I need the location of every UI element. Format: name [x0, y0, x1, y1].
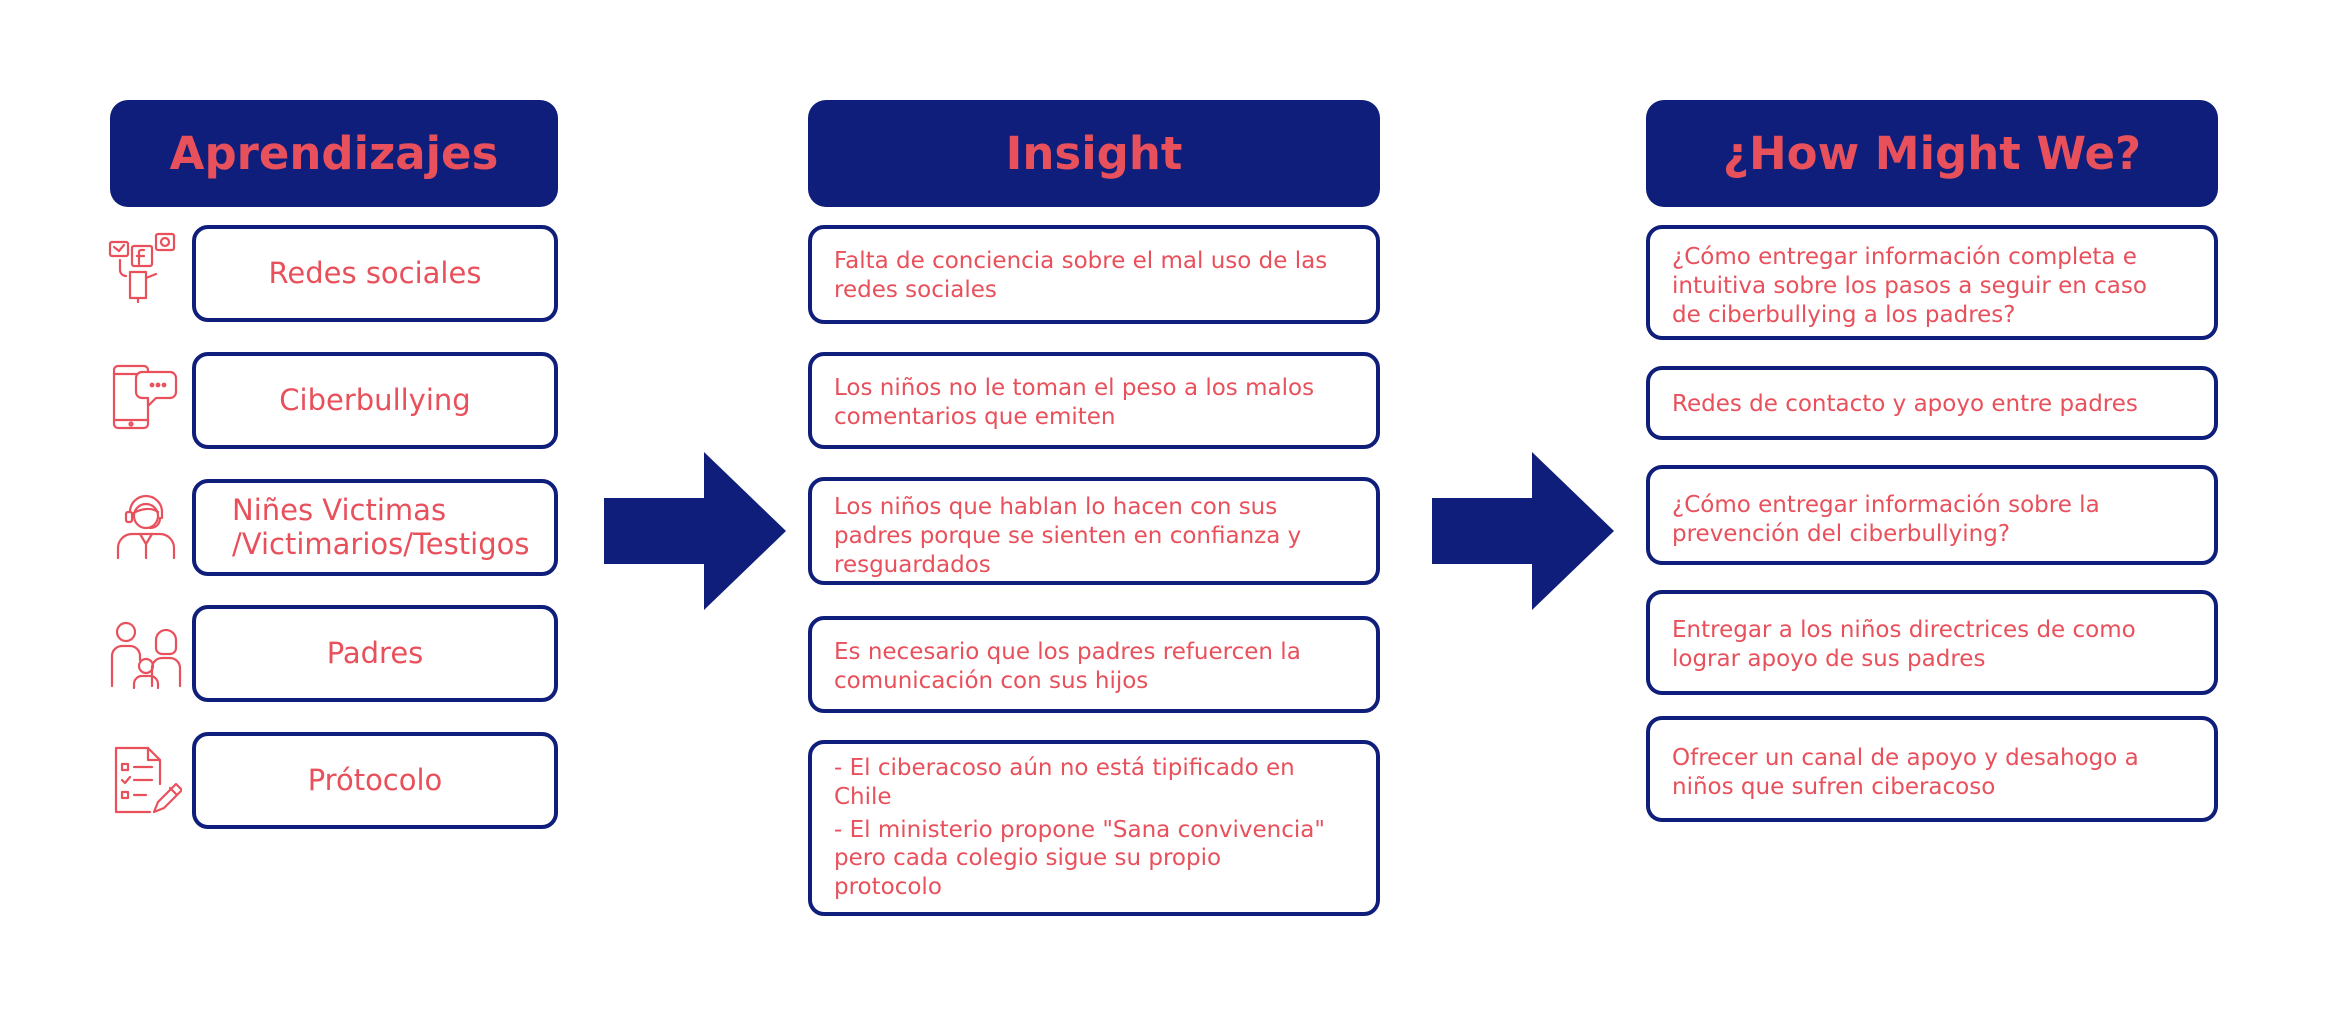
learning-item-padres: Padres: [192, 605, 558, 702]
learning-item-ninos-victimas: Niñes Victimas /Victimarios/Testigos: [192, 479, 558, 576]
flow-arrow-1: [604, 452, 786, 610]
aprendizajes-header: Aprendizajes: [110, 100, 558, 207]
insight-text-line: - El ministerio propone "Sana convivenci…: [834, 816, 1325, 843]
insight-header: Insight: [808, 100, 1380, 207]
insight-text-line: pero cada colegio sigue su propio: [834, 845, 1222, 872]
hmw-header: ¿How Might We?: [1646, 100, 2218, 207]
insight-text-line: resguardados: [834, 551, 991, 578]
insight-text-line: Chile: [834, 783, 892, 810]
hmw-text-line: de ciberbullying a los padres?: [1672, 301, 2016, 328]
learning-item-label: Redes sociales: [268, 255, 482, 290]
family-parents-icon: [110, 621, 182, 690]
learning-item-protocolo: Prótocolo: [192, 732, 558, 829]
hmw-text-line: Entregar a los niños directrices de como: [1672, 617, 2136, 643]
insight-text-line: Falta de conciencia sobre el mal uso de …: [834, 248, 1328, 274]
insight-item: Es necesario que los padres refuercen la…: [808, 616, 1380, 713]
hmw-text-line: lograr apoyo de sus padres: [1672, 645, 1986, 672]
hmw-text-line: ¿Cómo entregar información completa e: [1672, 244, 2137, 270]
insight-item: Los niños que hablan lo hacen con sus pa…: [808, 477, 1380, 585]
hmw-item: Ofrecer un canal de apoyo y desahogo a n…: [1646, 716, 2218, 822]
insight-text-line: - El ciberacoso aún no está tipificado e…: [834, 755, 1295, 781]
insight-text-line: redes sociales: [834, 276, 997, 303]
insight-item: Los niños no le toman el peso a los malo…: [808, 352, 1380, 449]
insight-item: - El ciberacoso aún no está tipificado e…: [808, 740, 1380, 916]
insight-text-line: Los niños no le toman el peso a los malo…: [834, 375, 1315, 401]
learning-item-label: Prótocolo: [307, 762, 443, 797]
insight-text-line: comentarios que emiten: [834, 403, 1116, 430]
hmw-text-line: Redes de contacto y apoyo entre padres: [1672, 391, 2138, 417]
hmw-text-line: intuitiva sobre los pasos a seguir en ca…: [1672, 272, 2147, 299]
insight-text-line: Los niños que hablan lo hacen con sus: [834, 494, 1278, 520]
insight-text-line: padres porque se sienten en confianza y: [834, 522, 1302, 549]
learning-item-label-line: Niñes Victimas: [232, 493, 447, 528]
hmw-text-line: Ofrecer un canal de apoyo y desahogo a: [1672, 745, 2139, 771]
person-headset-icon: [116, 494, 176, 560]
hmw-item: ¿Cómo entregar información sobre la prev…: [1646, 465, 2218, 565]
learning-item-ciberbullying: Ciberbullying: [192, 352, 558, 449]
checklist-document-icon: [114, 746, 182, 814]
hmw-text-line: niños que sufren ciberacoso: [1672, 773, 1996, 800]
learning-item-label: Ciberbullying: [279, 382, 471, 417]
flow-arrow-2: [1432, 452, 1614, 610]
learning-item-label: Padres: [326, 635, 424, 670]
hmw-item: Redes de contacto y apoyo entre padres: [1646, 366, 2218, 440]
insight-text-line: comunicación con sus hijos: [834, 667, 1149, 694]
learning-item-redes-sociales: Redes sociales: [192, 225, 558, 322]
learning-item-label-line: /Victimarios/Testigos: [232, 526, 530, 561]
hmw-text-line: prevención del ciberbullying?: [1672, 520, 2011, 547]
hmw-item: Entregar a los niños directrices de como…: [1646, 590, 2218, 695]
insight-item: Falta de conciencia sobre el mal uso de …: [808, 225, 1380, 324]
hmw-text-line: ¿Cómo entregar información sobre la: [1672, 492, 2100, 518]
hmw-item: ¿Cómo entregar información completa e in…: [1646, 225, 2218, 340]
phone-chat-bubble-icon: [112, 364, 178, 430]
insight-text-line: Es necesario que los padres refuercen la: [834, 639, 1301, 665]
insight-text-line: protocolo: [834, 874, 942, 900]
social-media-phone-icon: [108, 232, 176, 304]
